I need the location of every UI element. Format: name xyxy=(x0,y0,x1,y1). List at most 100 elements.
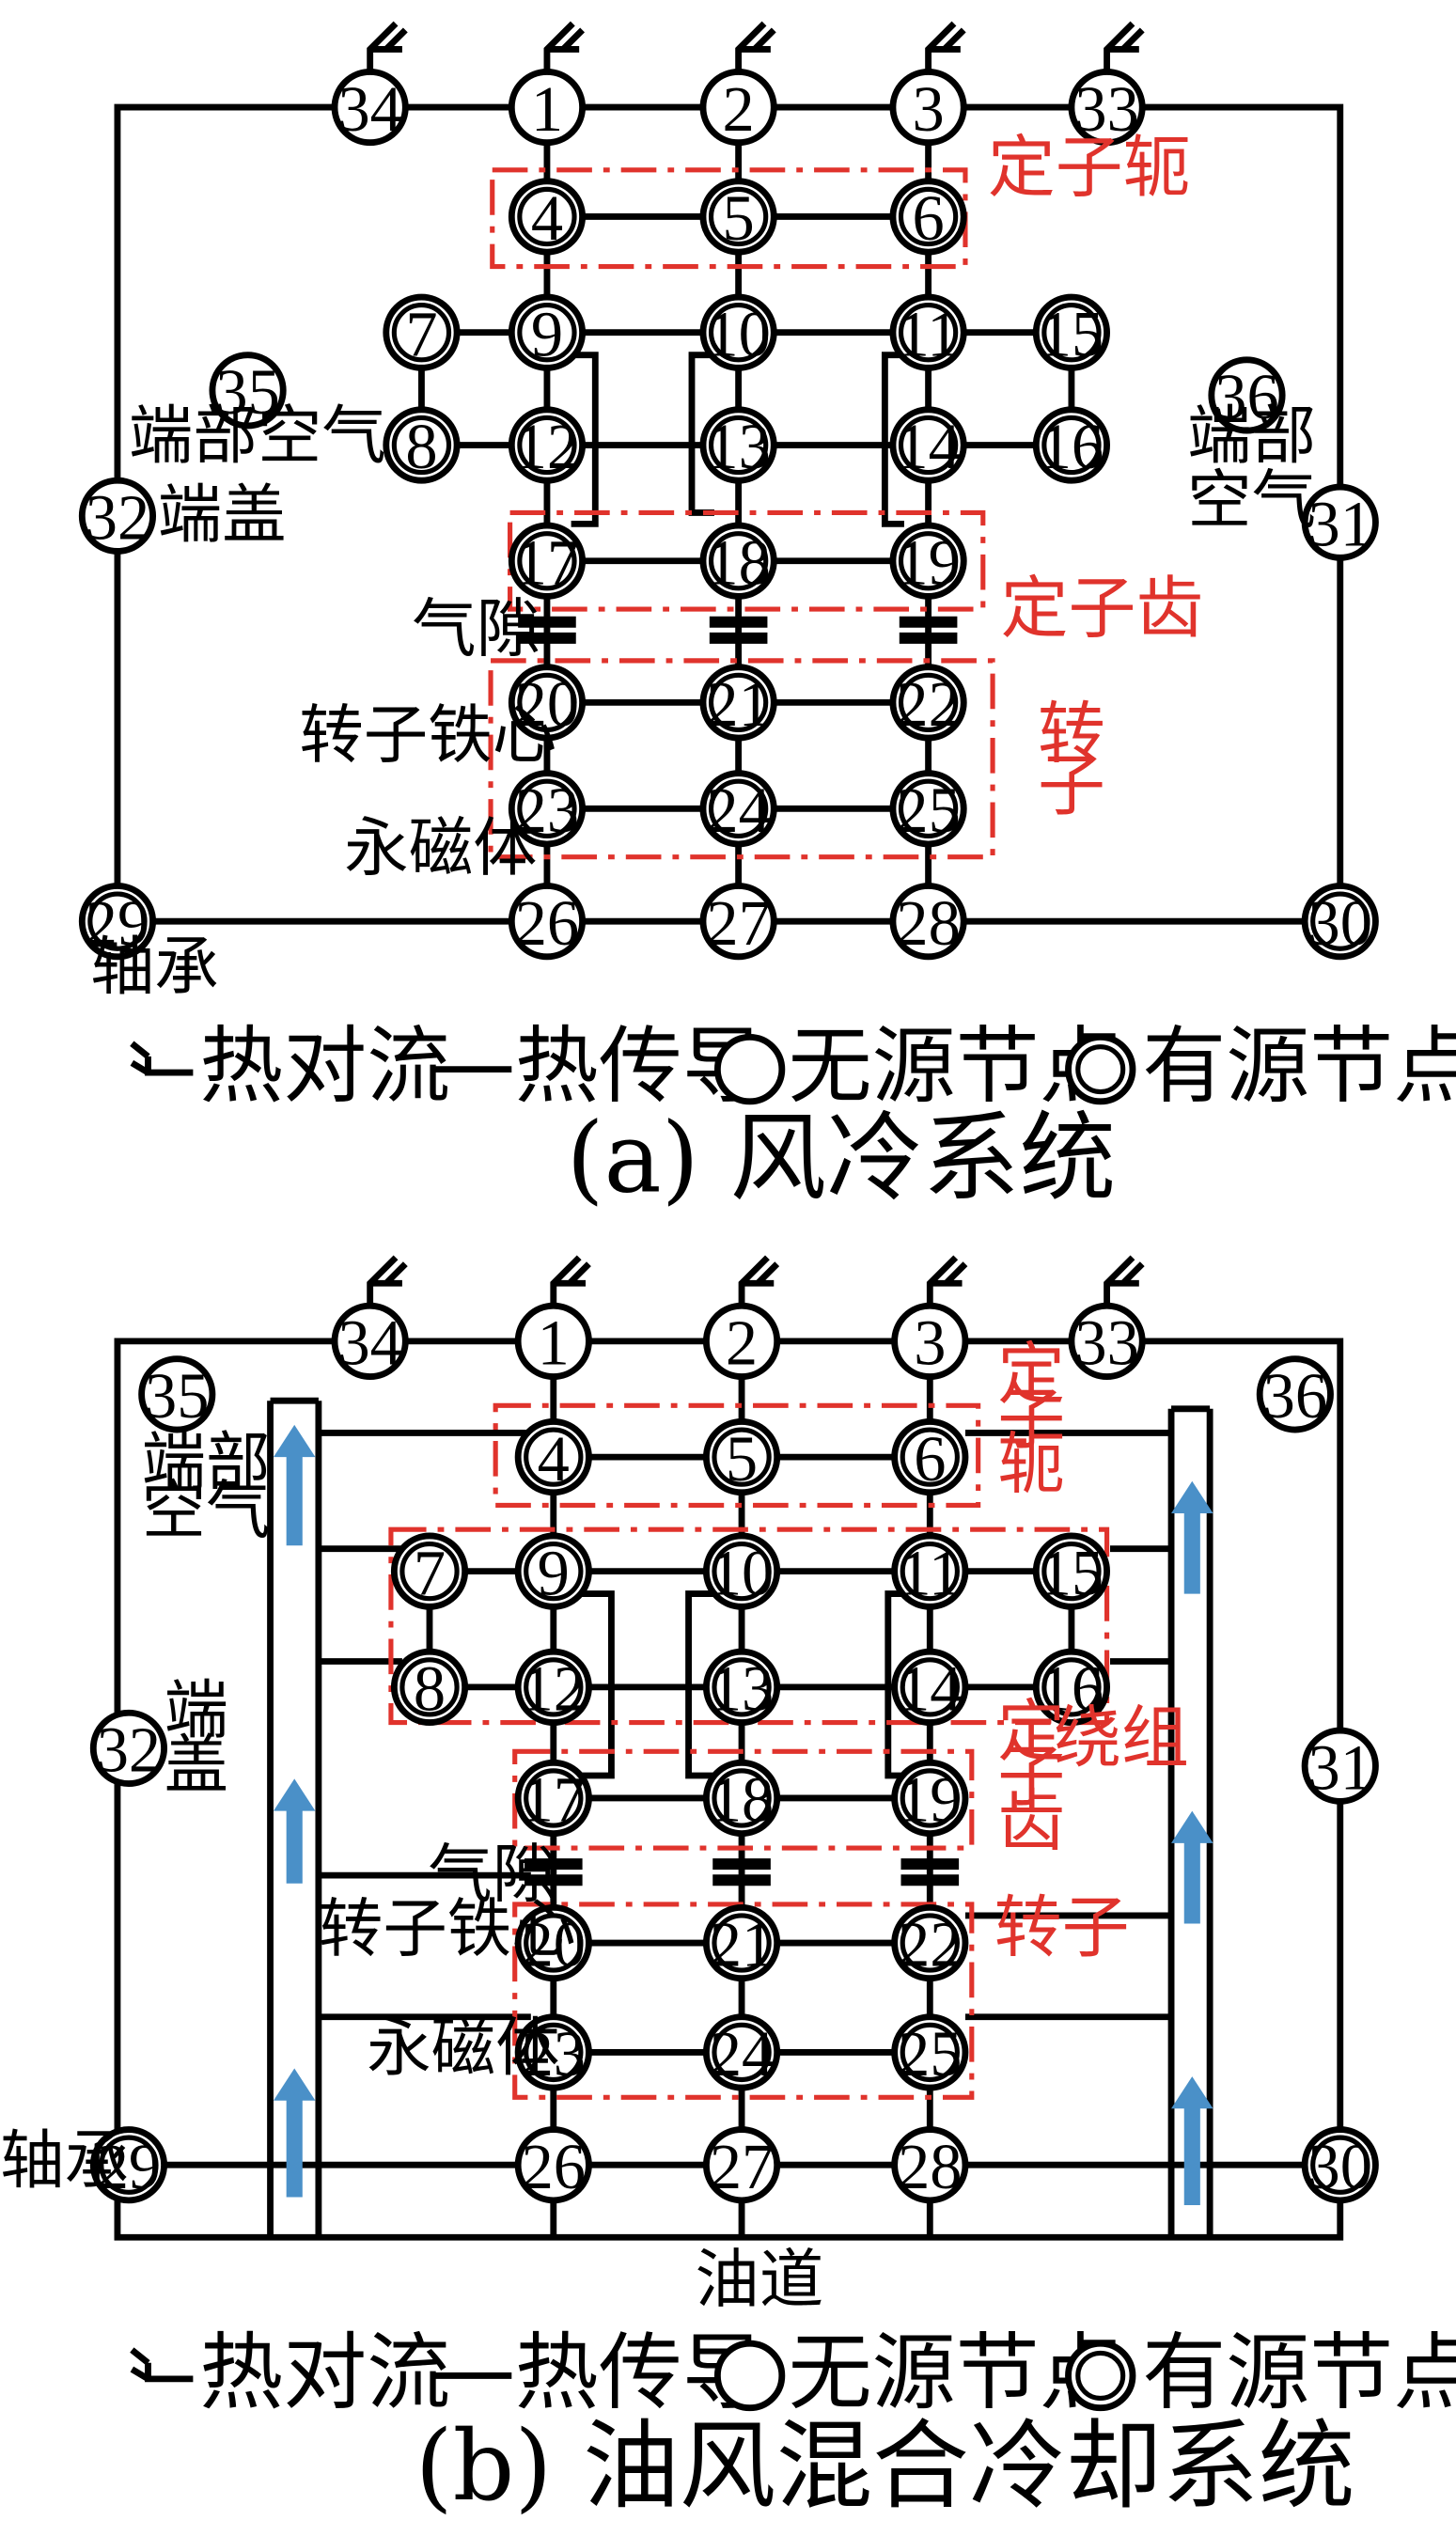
passive-node-circle xyxy=(1301,1727,1379,1805)
label-b-rotor: 转子 xyxy=(994,1888,1130,1967)
node-7: 7 xyxy=(390,1532,469,1610)
label-rotor-2: 子 xyxy=(1038,745,1105,824)
node-number: 10 xyxy=(706,298,770,369)
oil-flow-arrow xyxy=(1171,1810,1213,1924)
node-17: 17 xyxy=(514,1759,592,1838)
node-number: 29 xyxy=(97,2131,161,2202)
node-number: 14 xyxy=(898,1653,962,1725)
node-26: 26 xyxy=(508,883,587,961)
node-number: 15 xyxy=(1040,1537,1104,1608)
node-number: 5 xyxy=(723,182,755,254)
node-11: 11 xyxy=(889,293,967,371)
label-end-air-left: 端部空气 xyxy=(129,399,386,474)
caption-b: (b) 油风混合冷却系统 xyxy=(415,2411,1355,2523)
node-2: 2 xyxy=(702,1302,781,1380)
node-5: 5 xyxy=(699,178,777,256)
node-number: 9 xyxy=(531,298,563,369)
passive-node-circle xyxy=(138,1355,216,1433)
node-25: 25 xyxy=(891,2013,969,2091)
label-b-teeth-1: 定 xyxy=(997,1692,1065,1771)
node-number: 11 xyxy=(898,298,960,369)
node-number: 20 xyxy=(522,1909,586,1980)
node-34: 34 xyxy=(331,69,409,147)
legend-b: 热对流 热传导 无源节点 有源节点 xyxy=(130,2324,1456,2421)
label-b-magnet: 永磁体 xyxy=(367,2011,559,2086)
node-27: 27 xyxy=(702,2126,781,2204)
node-27: 27 xyxy=(699,883,777,961)
node-number: 23 xyxy=(522,2018,586,2090)
node-12: 12 xyxy=(514,1648,592,1726)
node-31: 31 xyxy=(1301,483,1379,561)
node-number: 18 xyxy=(706,526,770,598)
node-6: 6 xyxy=(891,1418,969,1496)
node-10: 10 xyxy=(702,1532,781,1610)
passive-node-circle xyxy=(209,352,287,430)
node-36: 36 xyxy=(1208,356,1286,434)
node-number: 34 xyxy=(337,73,401,145)
label-b-teeth-2: 子 xyxy=(997,1737,1065,1816)
node-number: 17 xyxy=(522,1764,586,1836)
passive-node-icon xyxy=(713,1033,786,1105)
node-14: 14 xyxy=(891,1648,969,1726)
node-15: 15 xyxy=(1032,1532,1111,1610)
passive-node-circle xyxy=(702,2126,781,2204)
caption-a: (a) 风冷系统 xyxy=(566,1104,1116,1215)
node-number: 12 xyxy=(515,411,579,482)
node-10: 10 xyxy=(699,293,777,371)
node-7: 7 xyxy=(383,293,461,371)
node-12: 12 xyxy=(508,406,587,484)
node-2: 2 xyxy=(699,69,777,147)
convection-icon xyxy=(130,2347,194,2383)
node-9: 9 xyxy=(508,293,587,371)
node-number: 35 xyxy=(145,1360,209,1432)
node-number: 2 xyxy=(723,73,755,145)
label-b-yoke-2: 子 xyxy=(997,1380,1065,1459)
node-24: 24 xyxy=(702,2013,781,2091)
node-number: 13 xyxy=(710,1653,774,1725)
node-13: 13 xyxy=(702,1648,781,1726)
node-28: 28 xyxy=(889,883,967,961)
node-25: 25 xyxy=(889,770,967,848)
convection-icon xyxy=(130,1041,194,1076)
node-4: 4 xyxy=(514,1418,592,1496)
node-number: 19 xyxy=(896,526,960,598)
node-number: 19 xyxy=(898,1764,962,1836)
label-b-yoke-1: 定 xyxy=(997,1335,1065,1414)
node-28: 28 xyxy=(891,2126,969,2204)
node-number: 30 xyxy=(1308,2131,1372,2202)
winding-region xyxy=(388,1526,1110,1726)
passive-node-circle xyxy=(331,1302,409,1380)
passive-node-circle xyxy=(514,2126,592,2204)
oil-channel-left xyxy=(267,1397,322,2238)
legend-a: 热对流 热传导 无源节点 有源节点 xyxy=(130,1017,1456,1115)
node-24: 24 xyxy=(699,770,777,848)
node-number: 7 xyxy=(405,298,437,369)
node-number: 33 xyxy=(1074,1307,1138,1379)
node-32: 32 xyxy=(89,1709,168,1787)
node-number: 17 xyxy=(515,526,579,598)
legend-convection: 热对流 xyxy=(199,1017,450,1115)
node-number: 18 xyxy=(710,1764,774,1836)
node-18: 18 xyxy=(699,522,777,600)
label-b-yoke-3: 轭 xyxy=(997,1425,1065,1504)
node-17: 17 xyxy=(508,522,587,600)
node-number: 1 xyxy=(538,1307,570,1379)
legend-b-active-node: 有源节点 xyxy=(1142,2324,1456,2421)
node-20: 20 xyxy=(514,1903,592,1982)
node-number: 14 xyxy=(896,411,960,482)
node-3: 3 xyxy=(891,1302,969,1380)
node-1: 1 xyxy=(514,1302,592,1380)
node-3: 3 xyxy=(889,69,967,147)
node-number: 9 xyxy=(538,1537,570,1608)
legend-b-convection: 热对流 xyxy=(199,2324,450,2421)
node-1: 1 xyxy=(508,69,587,147)
passive-node-circle xyxy=(889,883,967,961)
node-31: 31 xyxy=(1301,1727,1379,1805)
passive-node-circle xyxy=(699,69,777,147)
node-number: 22 xyxy=(896,668,960,740)
node-number: 30 xyxy=(1308,887,1372,959)
oil-flow-arrow xyxy=(1171,1480,1213,1594)
node-number: 33 xyxy=(1074,73,1138,145)
